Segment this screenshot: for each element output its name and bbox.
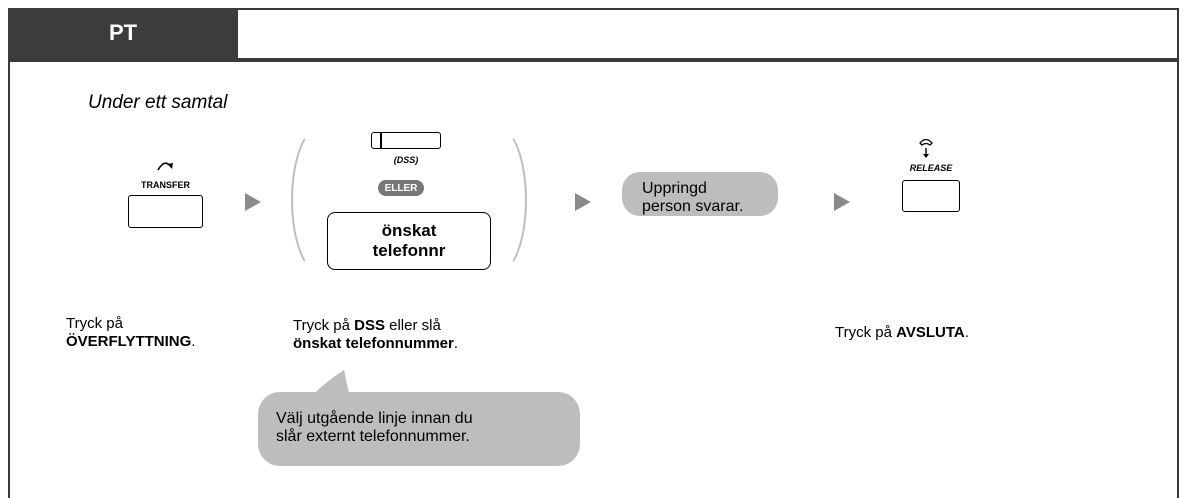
dss-caption: Tryck på DSS eller slå önskat telefonnum… (293, 317, 458, 353)
release-key-label: RELEASE (909, 163, 953, 173)
transfer-caption-line1: Tryck på (66, 315, 123, 332)
right-parenthesis (467, 125, 527, 275)
release-caption-bold: AVSLUTA (896, 324, 965, 341)
flow-arrow-3 (834, 193, 850, 211)
header-tab: PT (8, 8, 238, 58)
left-parenthesis (291, 125, 351, 275)
note-line1: Välj utgående linje innan du (276, 410, 473, 427)
dss-caption-period: . (453, 335, 459, 352)
phone-number-key[interactable]: önskat telefonnr (327, 212, 491, 270)
dss-caption-bold1: DSS (354, 317, 385, 334)
diagram-frame (8, 8, 1179, 498)
phone-number-key-line2: telefonnr (372, 241, 446, 260)
dss-key[interactable] (371, 132, 441, 149)
release-caption-period: . (964, 324, 969, 341)
transfer-caption-bold: ÖVERFLYTTNING (66, 333, 192, 350)
header-rule (8, 58, 1179, 62)
flow-arrow-2 (575, 193, 591, 211)
note-bubble-tail (310, 370, 350, 398)
release-caption: Tryck på AVSLUTA. (835, 324, 969, 342)
dss-caption-bold2: önskat telefonnummer (293, 335, 454, 352)
transfer-key[interactable] (128, 195, 203, 228)
transfer-key-label: TRANSFER (141, 180, 190, 190)
handset-down-icon (919, 138, 933, 158)
flow-arrow-1 (245, 193, 261, 211)
dss-caption-prefix: Tryck på (293, 317, 355, 334)
dss-key-indicator (380, 133, 382, 148)
subtitle: Under ett samtal (88, 92, 228, 113)
dss-key-label: (DSS) (393, 155, 419, 165)
dss-caption-mid: eller slå (384, 317, 441, 334)
answer-bubble: Uppringd person svarar. (622, 172, 778, 216)
note-line2: slår externt telefonnummer. (276, 428, 470, 445)
release-caption-prefix: Tryck på (835, 324, 897, 341)
or-badge: ELLER (378, 180, 424, 196)
answer-bubble-line2: person svarar. (642, 198, 744, 215)
transfer-icon (157, 162, 173, 171)
transfer-caption-period: . (191, 333, 196, 350)
answer-bubble-line1: Uppringd (642, 180, 707, 197)
transfer-caption: Tryck på ÖVERFLYTTNING. (66, 315, 195, 351)
phone-number-key-line1: önskat (381, 221, 437, 240)
header-title: PT (108, 20, 138, 45)
release-key[interactable] (902, 180, 960, 212)
note-bubble: Välj utgående linje innan du slår extern… (258, 392, 580, 466)
